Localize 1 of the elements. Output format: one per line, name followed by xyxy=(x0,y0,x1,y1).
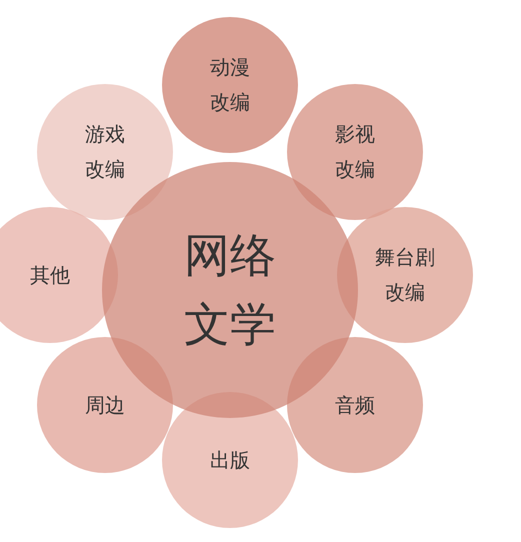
category-circle: 动漫改编 xyxy=(162,17,298,153)
